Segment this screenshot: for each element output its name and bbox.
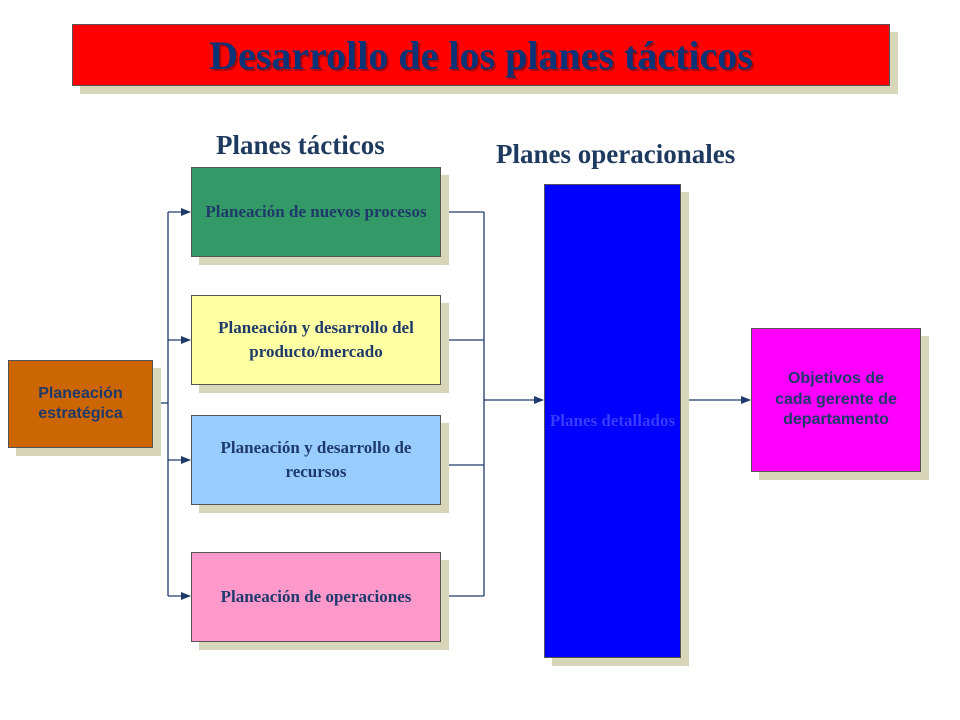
strategic-planning-label: Planeación estratégica bbox=[38, 385, 123, 422]
product-market-label: Planeación y desarrollo del producto/mer… bbox=[218, 318, 414, 361]
resources-box: Planeación y desarrollo de recursos bbox=[191, 415, 441, 505]
page-title: Desarrollo de los planes tácticos bbox=[209, 32, 753, 78]
operations-box: Planeación de operaciones bbox=[191, 552, 441, 642]
operations-label: Planeación de operaciones bbox=[220, 587, 412, 607]
detailed-plans-label: Planes detallados bbox=[549, 411, 676, 431]
tactical-plans-heading: Planes tácticos bbox=[216, 130, 385, 160]
new-processes-box: Planeación de nuevos procesos bbox=[191, 167, 441, 257]
operational-plans-heading: Planes operacionales bbox=[496, 139, 736, 169]
objectives-box: Objetivos de cada gerente de departament… bbox=[751, 328, 921, 472]
strategic-planning-box: Planeación estratégica bbox=[8, 360, 153, 448]
product-market-box: Planeación y desarrollo del producto/mer… bbox=[191, 295, 441, 385]
objectives-label: Objetivos de cada gerente de departament… bbox=[775, 369, 897, 429]
detailed-plans-box: Planes detallados bbox=[544, 184, 681, 658]
title-banner: Desarrollo de los planes tácticos bbox=[72, 24, 890, 86]
resources-label: Planeación y desarrollo de recursos bbox=[220, 438, 412, 481]
new-processes-label: Planeación de nuevos procesos bbox=[205, 202, 427, 222]
